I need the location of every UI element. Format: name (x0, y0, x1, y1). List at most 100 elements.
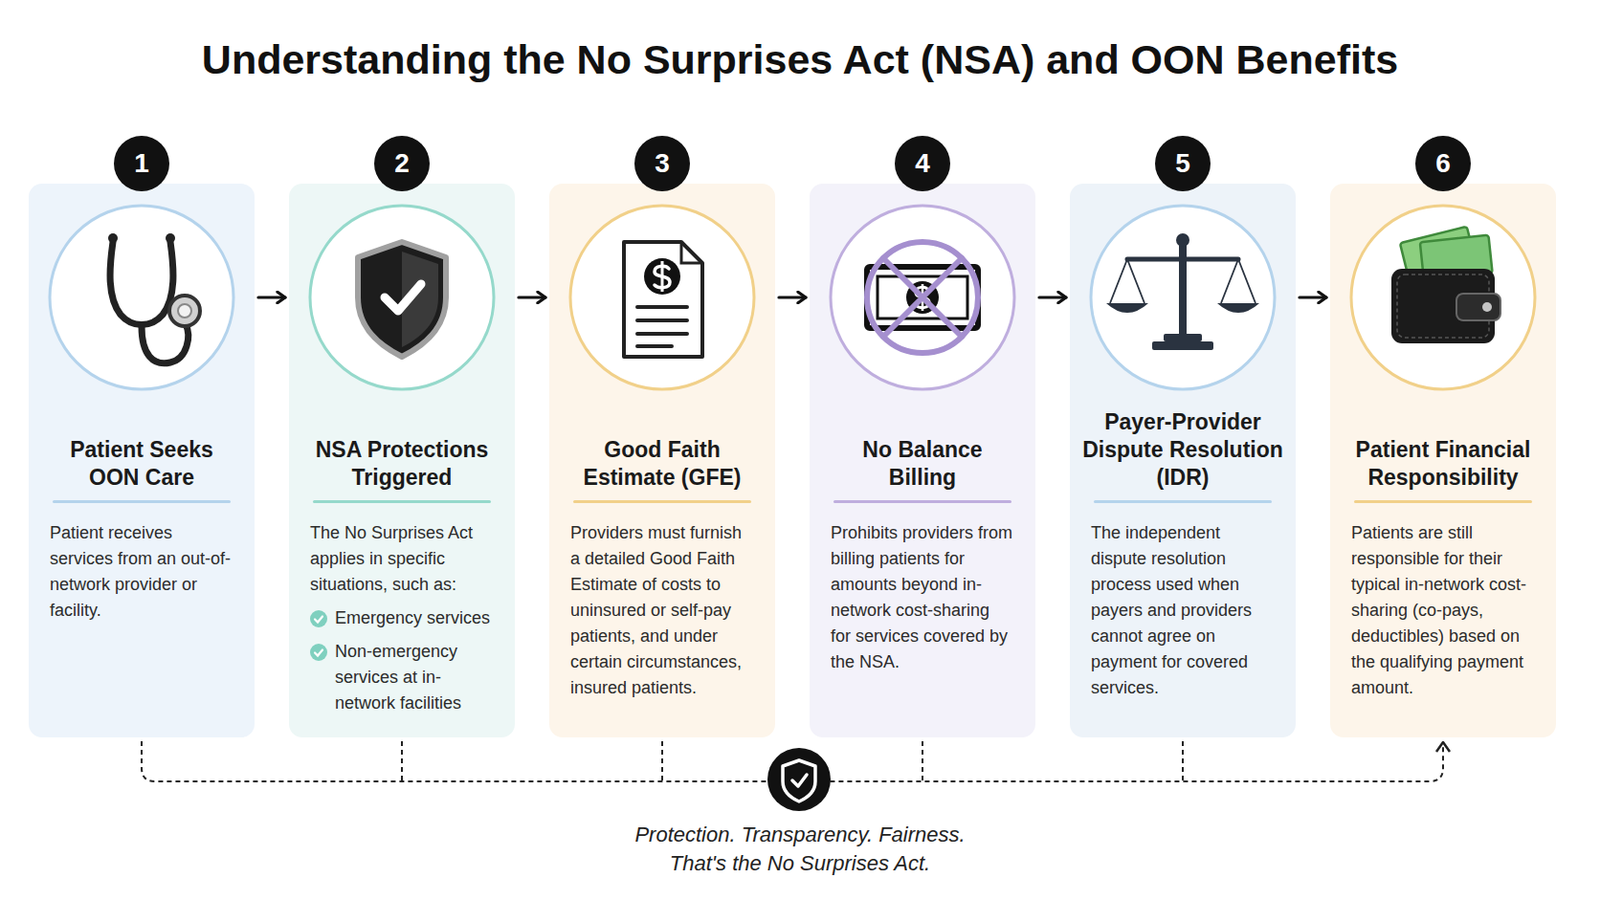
heading-underline (312, 500, 491, 504)
check-bullet (314, 650, 323, 657)
scales-icon (1106, 303, 1149, 313)
no-billing-icon (921, 284, 925, 312)
step-number: 3 (634, 135, 690, 192)
no-billing-icon (866, 242, 978, 354)
description-text: Providers must furnish a detailed Good F… (570, 523, 742, 698)
stethoscope-icon (141, 324, 189, 364)
step-heading: NSA Protections Triggered (311, 436, 493, 492)
step-heading: No Balance Billing (831, 436, 1014, 492)
bullet-text: Non-emergency services at in-network fac… (334, 642, 462, 713)
description-text: The independent dispute resolution proce… (1090, 523, 1252, 698)
stethoscope-icon (169, 295, 200, 327)
heading-underline (52, 500, 231, 504)
shield-badge (782, 760, 816, 802)
stethoscope-icon (108, 233, 200, 364)
estimate-document-icon (623, 242, 703, 357)
scales-icon (1127, 257, 1239, 263)
scales-icon (1106, 233, 1260, 351)
estimate-document-icon (681, 242, 703, 264)
step-heading: Patient Seeks OON Care (50, 436, 233, 492)
step-description: Patient receives services from an out-of… (49, 520, 234, 624)
scales-icon (1178, 244, 1187, 337)
step-heading: Payer-Provider Dispute Resolution (IDR) (1076, 408, 1289, 492)
estimate-document-icon (654, 266, 670, 288)
no-billing-icon (883, 258, 962, 337)
check-bullet (310, 644, 328, 662)
no-billing-icon (877, 276, 968, 319)
icon-circle (830, 205, 1015, 390)
no-billing-icon (866, 242, 978, 354)
bracket-arrowhead (1436, 742, 1450, 753)
bullet-item: Emergency services (310, 605, 494, 632)
step-number: 4 (894, 135, 951, 192)
flow-arrow (258, 295, 286, 299)
wallet-icon (1482, 302, 1492, 312)
dashed-bracket (141, 741, 1444, 782)
check-bullet (314, 617, 323, 623)
body-area: Providers must furnish a detailed Good F… (570, 520, 755, 702)
heading-underline (573, 500, 752, 504)
description-text: The No Surprises Act applies in specific… (310, 523, 473, 595)
check-bullet (310, 610, 328, 628)
estimate-document-icon (623, 242, 703, 357)
icon-circle (49, 205, 1535, 390)
step-number: 6 (1415, 135, 1471, 192)
step-description: Providers must furnish a detailed Good F… (570, 520, 755, 702)
estimate-document-icon (661, 261, 665, 292)
icon-circle (310, 205, 494, 390)
flow-arrow (778, 295, 806, 299)
icon-circle (1351, 205, 1535, 390)
wallet-icon (1397, 274, 1489, 338)
step-card: 6Patient Financial ResponsibilityPatient… (1330, 183, 1556, 738)
step-description: The No Surprises Act applies in specific… (310, 520, 494, 599)
description-text: Patients are still responsible for their… (1351, 523, 1527, 698)
icon-circle (49, 205, 234, 390)
scales-icon (1163, 333, 1202, 342)
step-heading: Patient Financial Responsibility (1352, 436, 1534, 492)
step-heading: Good Faith Estimate (GFE) (571, 436, 754, 492)
icon-circle (570, 205, 755, 390)
flow-arrow (1299, 295, 1327, 299)
heading-underline (1354, 500, 1533, 504)
heading-area: Payer-Provider Dispute Resolution (IDR) (1076, 375, 1289, 492)
step-card: 3Good Faith Estimate (GFE)Providers must… (549, 183, 776, 738)
scales-icon (1217, 303, 1260, 313)
no-billing-icon (915, 287, 930, 308)
dashed-bracket (141, 741, 1444, 782)
bullet-text: Emergency services (334, 608, 490, 628)
dashed-bracket (401, 741, 1183, 782)
estimate-document-icon (644, 258, 681, 295)
shield-icon (384, 284, 422, 312)
heading-area: Patient Financial Responsibility (1352, 375, 1534, 492)
scales-icon (1110, 259, 1256, 304)
body-area: Patient receives services from an out-of… (49, 520, 234, 624)
heading-underline (1093, 500, 1272, 504)
title: Understanding the No Surprises Act (NSA)… (0, 32, 1600, 87)
check-bullet (310, 644, 328, 662)
step-card: 4No Balance BillingProhibits providers f… (809, 183, 1036, 738)
step-number: 2 (374, 135, 430, 192)
heading-area: No Balance Billing (831, 375, 1014, 492)
shield-icon (401, 251, 439, 348)
step-card: 1Patient Seeks OON CarePatient receives … (28, 183, 255, 738)
body-area: The No Surprises Act applies in specific… (310, 520, 494, 717)
wallet-icon (1456, 293, 1501, 321)
estimate-document-icon (637, 307, 688, 347)
icon-circle (1090, 205, 1275, 390)
shield-badge (792, 775, 807, 787)
check-bullet (310, 610, 328, 628)
stethoscope-icon (110, 242, 174, 326)
stethoscope-icon (177, 304, 192, 318)
description-text: Patient receives services from an out-of… (49, 523, 231, 621)
heading-area: NSA Protections Triggered (311, 375, 493, 492)
caption: Protection. Transparency. Fairness. That… (626, 821, 974, 879)
heading-area: Good Faith Estimate (GFE) (571, 375, 754, 492)
scales-icon (1152, 341, 1214, 351)
shield-icon (357, 242, 446, 357)
description-text: Prohibits providers from billing patient… (830, 523, 1013, 672)
body-area: Patients are still responsible for their… (1351, 520, 1535, 702)
wallet-icon (1391, 268, 1495, 344)
shield-badge (767, 748, 831, 812)
bullet-item: Non-emergency services at in-network fac… (310, 639, 494, 717)
